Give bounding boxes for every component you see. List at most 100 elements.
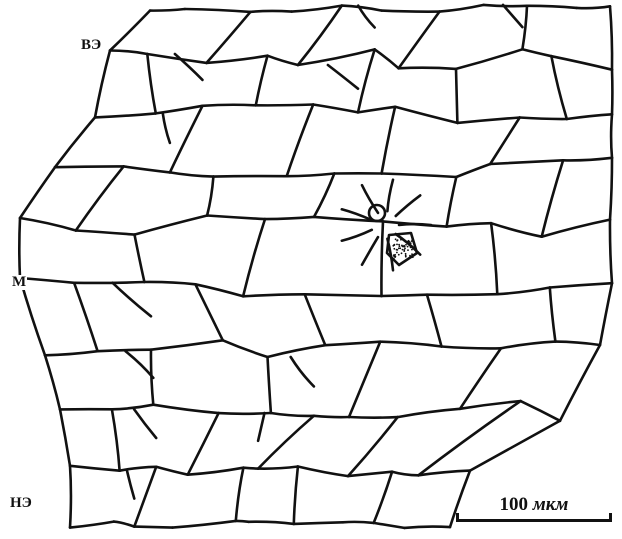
cell-wall xyxy=(567,114,612,119)
cell-wall xyxy=(243,219,265,296)
cell-wall xyxy=(460,348,501,409)
crystal-stipple xyxy=(395,238,397,240)
cell-wall xyxy=(60,409,70,465)
cell-wall xyxy=(113,283,151,317)
cell-wall xyxy=(249,522,294,524)
cell-wall xyxy=(127,471,134,499)
cell-wall xyxy=(381,221,383,296)
cell-wall xyxy=(203,105,256,106)
cell-wall xyxy=(358,107,395,113)
cell-wall xyxy=(188,468,244,475)
cell-wall xyxy=(20,218,76,231)
cell-wall xyxy=(442,347,502,349)
crystal-stipple xyxy=(404,248,406,250)
cell-wall xyxy=(213,176,286,177)
cell-wall xyxy=(114,522,135,527)
crystal-stipple xyxy=(412,256,414,258)
cell-wall xyxy=(207,177,213,216)
cell-wall xyxy=(398,409,460,417)
crystal-stipple xyxy=(393,254,395,256)
cell-wall xyxy=(236,521,249,522)
cell-wall xyxy=(70,466,71,528)
crystal-stipple xyxy=(397,239,399,241)
cell-wall xyxy=(457,118,519,123)
cell-wall xyxy=(134,467,156,527)
cell-wall xyxy=(314,416,349,417)
crystal-stipple xyxy=(394,244,396,246)
crystal-stipple xyxy=(402,249,404,251)
cell-wall xyxy=(522,49,551,56)
cell-wall xyxy=(294,467,298,524)
crystal-stipple xyxy=(398,244,400,246)
cell-wall xyxy=(392,472,418,476)
crystal-stipple xyxy=(411,239,413,241)
cell-wall xyxy=(550,283,612,287)
crystal-stipple xyxy=(410,247,412,249)
cell-wall xyxy=(491,223,497,294)
cell-wall xyxy=(399,12,440,69)
cell-wall xyxy=(268,56,298,65)
upper-epidermis-label: ВЭ xyxy=(80,38,102,53)
cell-wall xyxy=(610,220,612,284)
cell-wall xyxy=(76,231,135,235)
cell-wall xyxy=(382,107,396,174)
bundle-wall xyxy=(342,230,372,241)
cell-wall xyxy=(188,413,219,475)
cell-wall xyxy=(501,342,555,349)
crystal-stipple xyxy=(397,249,399,251)
cell-wall xyxy=(207,12,251,63)
cell-wall xyxy=(151,340,223,349)
cell-wall xyxy=(456,69,457,123)
cell-wall xyxy=(610,6,612,69)
cell-wall xyxy=(348,417,398,476)
cell-wall xyxy=(170,106,203,173)
cell-wall xyxy=(382,295,428,296)
cell-wall xyxy=(147,54,156,113)
cell-wall xyxy=(170,172,214,176)
scale-bar: 100 мкм xyxy=(452,494,616,534)
cell-wall xyxy=(256,105,313,106)
cell-wall xyxy=(497,288,550,295)
cell-wall xyxy=(207,56,268,63)
cell-wall xyxy=(503,5,522,27)
cell-wall xyxy=(520,118,567,120)
cell-wall xyxy=(349,417,398,418)
cell-wall xyxy=(163,113,170,142)
scale-bar-tick-right xyxy=(609,513,612,522)
bundle-wall xyxy=(362,237,378,265)
scale-bar-tick-left xyxy=(456,513,459,522)
cell-wall xyxy=(563,158,612,161)
cell-wall xyxy=(550,288,556,342)
crystal-stipple xyxy=(409,255,411,257)
crystal-stipple xyxy=(401,252,403,254)
cell-wall xyxy=(395,107,457,123)
cell-wall xyxy=(418,471,470,476)
cell-wall xyxy=(120,467,157,471)
cell-wall xyxy=(456,49,522,69)
cell-wall xyxy=(287,174,335,177)
cell-wall xyxy=(382,11,440,12)
cell-wall xyxy=(551,56,612,69)
cell-wall xyxy=(456,164,490,177)
cell-wall xyxy=(95,51,110,118)
cell-wall xyxy=(223,340,268,357)
cell-wall xyxy=(95,113,156,117)
crystal-stipple xyxy=(393,248,395,250)
cell-wall xyxy=(173,521,236,528)
crystal-stipple xyxy=(405,256,407,258)
scale-bar-value: 100 xyxy=(500,494,529,515)
cell-wall xyxy=(110,51,147,55)
cell-wall xyxy=(76,166,124,230)
cell-wall xyxy=(19,218,20,278)
cell-wall xyxy=(305,294,326,345)
cell-wall xyxy=(156,467,188,475)
cell-wall xyxy=(207,216,265,220)
cell-wall xyxy=(375,49,399,68)
crystal-stipple xyxy=(403,245,405,247)
cell-wall xyxy=(328,65,358,89)
cell-wall xyxy=(447,177,457,227)
cell-wall xyxy=(404,527,450,528)
cell-wall xyxy=(343,522,374,523)
cell-wall xyxy=(55,166,124,167)
